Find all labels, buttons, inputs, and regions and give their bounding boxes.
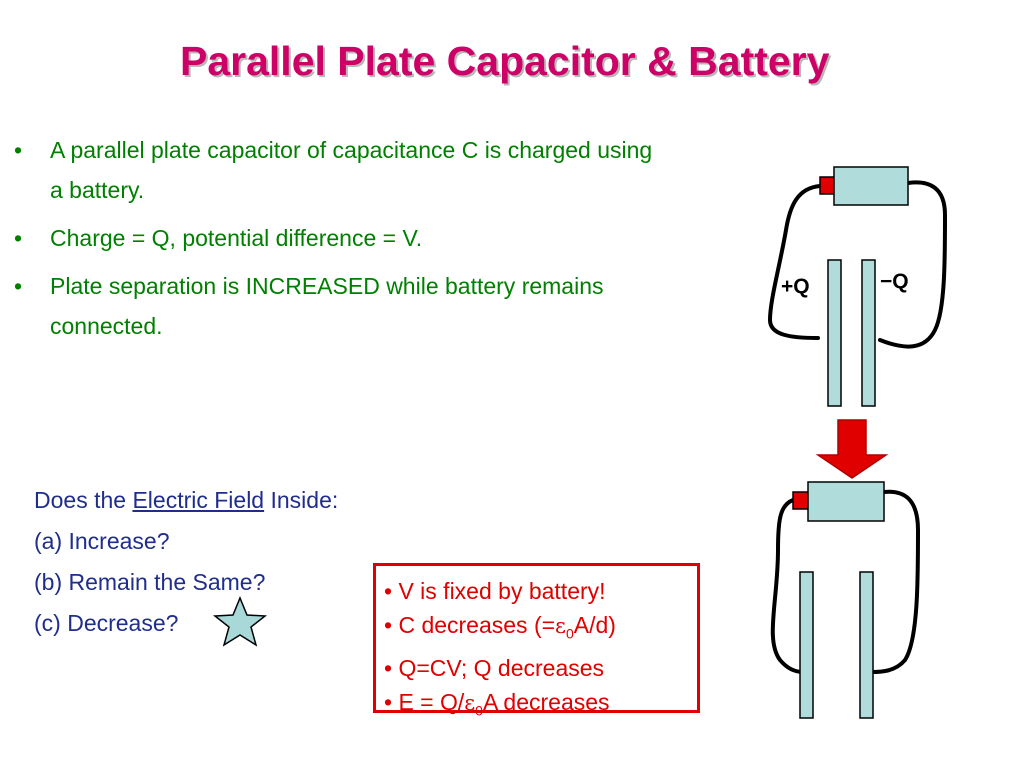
wire-right-bottom <box>870 489 921 674</box>
bullet-item: • A parallel plate capacitor of capacita… <box>14 130 654 210</box>
capacitor-plate-positive <box>827 259 842 407</box>
answer-line-4-post: A decreases <box>482 688 610 715</box>
bullet-text: A parallel plate capacitor of capacitanc… <box>50 137 653 203</box>
epsilon-symbol: ε <box>555 614 566 638</box>
plus-q-label: +Q <box>781 275 810 298</box>
epsilon-subscript: 0 <box>475 702 483 719</box>
wire-left-bottom <box>770 498 805 674</box>
battery-body <box>807 481 885 522</box>
bullet-item: • Charge = Q, potential difference = V. <box>14 218 654 258</box>
answer-line-4: • E = Q/ε0A decreases <box>384 685 697 728</box>
battery-body <box>833 166 909 206</box>
down-arrow-icon <box>815 419 889 479</box>
option-b: (b) Remain the Same? <box>34 569 266 595</box>
answer-line-2: • C decreases (=ε0A/d) <box>384 608 697 651</box>
minus-q-label: −Q <box>880 270 909 293</box>
bullet-item: • Plate separation is INCREASED while ba… <box>14 266 654 346</box>
option-c: (c) Decrease? <box>34 610 179 636</box>
option-a: (a) Increase? <box>34 528 170 554</box>
capacitor-plate-positive <box>799 571 814 719</box>
star-icon <box>212 596 268 647</box>
slide-title: Parallel Plate Capacitor & Battery <box>180 38 830 84</box>
answer-line-2-post: A/d) <box>573 612 616 638</box>
question-prefix: Does the <box>34 487 133 513</box>
bullet-list: • A parallel plate capacitor of capacita… <box>14 130 654 354</box>
answer-box: • V is fixed by battery! • C decreases (… <box>373 563 700 718</box>
battery-positive-terminal <box>819 176 835 195</box>
bullet-text: Charge = Q, potential difference = V. <box>50 225 423 251</box>
answer-line-2-pre: • C decreases (= <box>384 612 556 638</box>
wire-left-top <box>767 184 822 340</box>
bullet-text: Plate separation is INCREASED while batt… <box>50 273 604 339</box>
bullet-marker: • <box>14 137 23 163</box>
question-suffix: Inside: <box>264 487 339 513</box>
capacitor-plate-negative <box>861 259 876 407</box>
question-prompt: Does the Electric Field Inside: <box>34 480 434 521</box>
bullet-marker: • <box>14 273 23 299</box>
battery-positive-terminal <box>792 491 809 510</box>
question-block: Does the Electric Field Inside: (a) Incr… <box>34 480 434 644</box>
answer-line-3: • Q=CV; Q decreases <box>384 654 605 681</box>
electric-field-term: Electric Field <box>132 487 265 513</box>
capacitor-plate-negative <box>859 571 874 719</box>
answer-line-4-pre: • E = Q/ <box>384 688 465 715</box>
epsilon-subscript: 0 <box>565 625 574 642</box>
epsilon-symbol: ε <box>464 690 476 715</box>
bullet-marker: • <box>14 225 23 251</box>
answer-line-1: • V is fixed by battery! <box>384 578 606 604</box>
wire-right-top <box>878 180 948 349</box>
